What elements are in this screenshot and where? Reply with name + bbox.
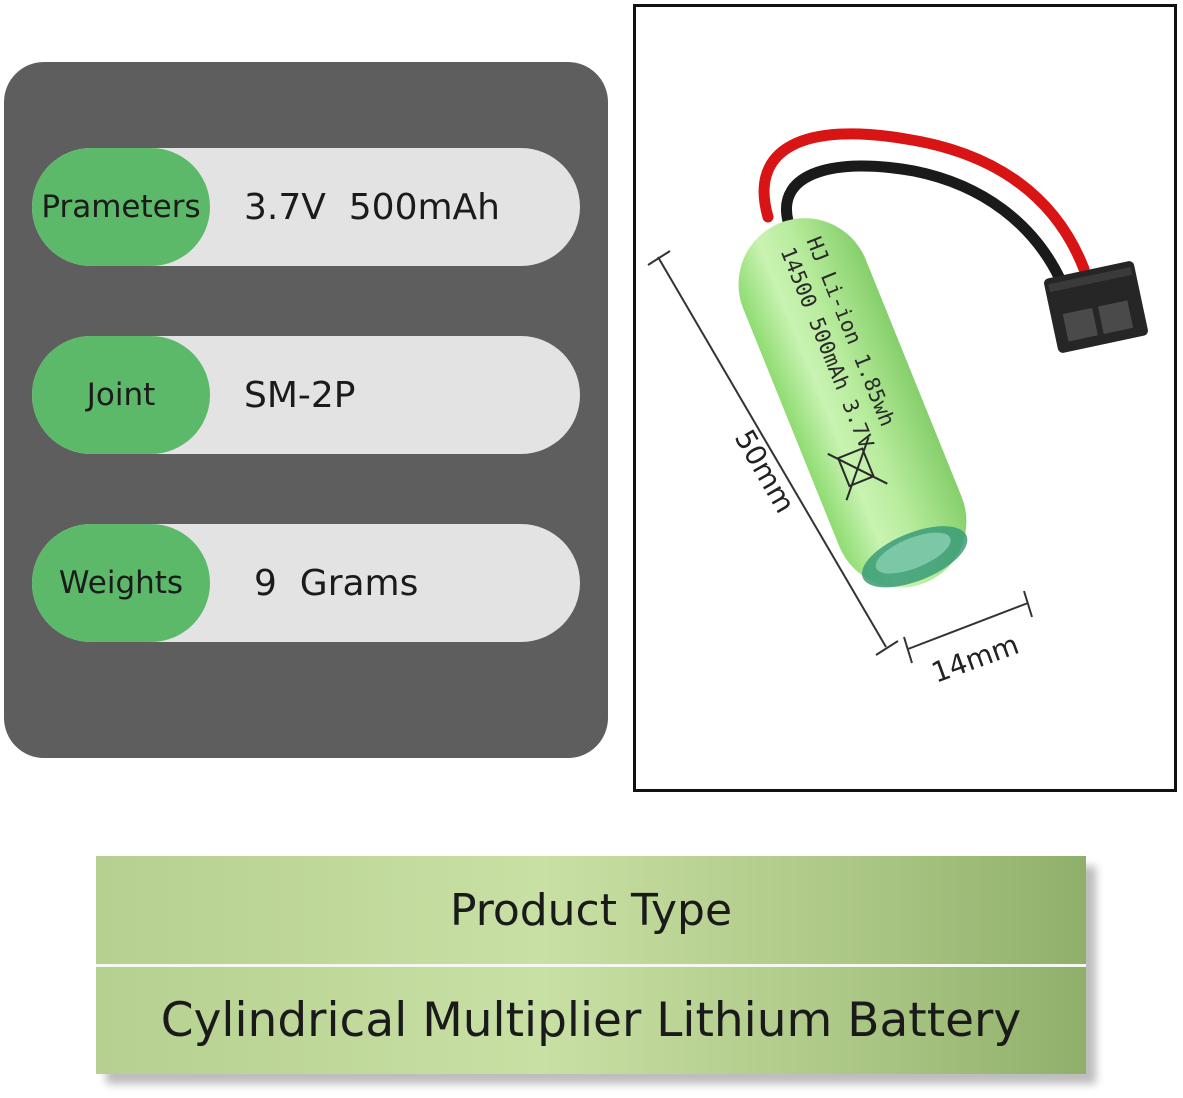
spec-label: Joint: [32, 336, 210, 454]
spec-panel: Prameters 3.7V 500mAh Joint SM-2P Weight…: [4, 62, 608, 758]
width-dimension-line: [903, 590, 1033, 664]
spec-row-weights: Weights 9 Grams: [32, 524, 580, 642]
connector-plug: [1044, 261, 1148, 353]
spec-label: Weights: [32, 524, 210, 642]
spec-label: Prameters: [32, 148, 210, 266]
product-type-heading: Product Type: [449, 884, 733, 936]
spec-value: 3.7V 500mAh: [244, 186, 500, 228]
length-dimension-line: [647, 250, 899, 656]
spec-value: SM-2P: [244, 374, 356, 416]
product-type-box: Product Type Cylindrical Multiplier Lith…: [96, 856, 1086, 1074]
black-wire: [781, 160, 1066, 285]
spec-row-joint: Joint SM-2P: [32, 336, 580, 454]
red-wire: [758, 128, 1090, 275]
battery-illustration: HJ Li-ion 1.85wh 14500 500mAh 3.7V 50mm …: [647, 128, 1148, 690]
product-photo-frame: HJ Li-ion 1.85wh 14500 500mAh 3.7V 50mm …: [633, 4, 1177, 792]
divider: [96, 964, 1086, 967]
spec-row-parameters: Prameters 3.7V 500mAh: [32, 148, 580, 266]
spec-value: 9 Grams: [254, 562, 419, 604]
length-label: 50mm: [728, 424, 802, 519]
battery-cell: HJ Li-ion 1.85wh 14500 500mAh 3.7V: [738, 218, 968, 588]
product-type-value: Cylindrical Multiplier Lithium Battery: [160, 993, 1022, 1048]
recycle-bin-icon: [827, 437, 888, 501]
